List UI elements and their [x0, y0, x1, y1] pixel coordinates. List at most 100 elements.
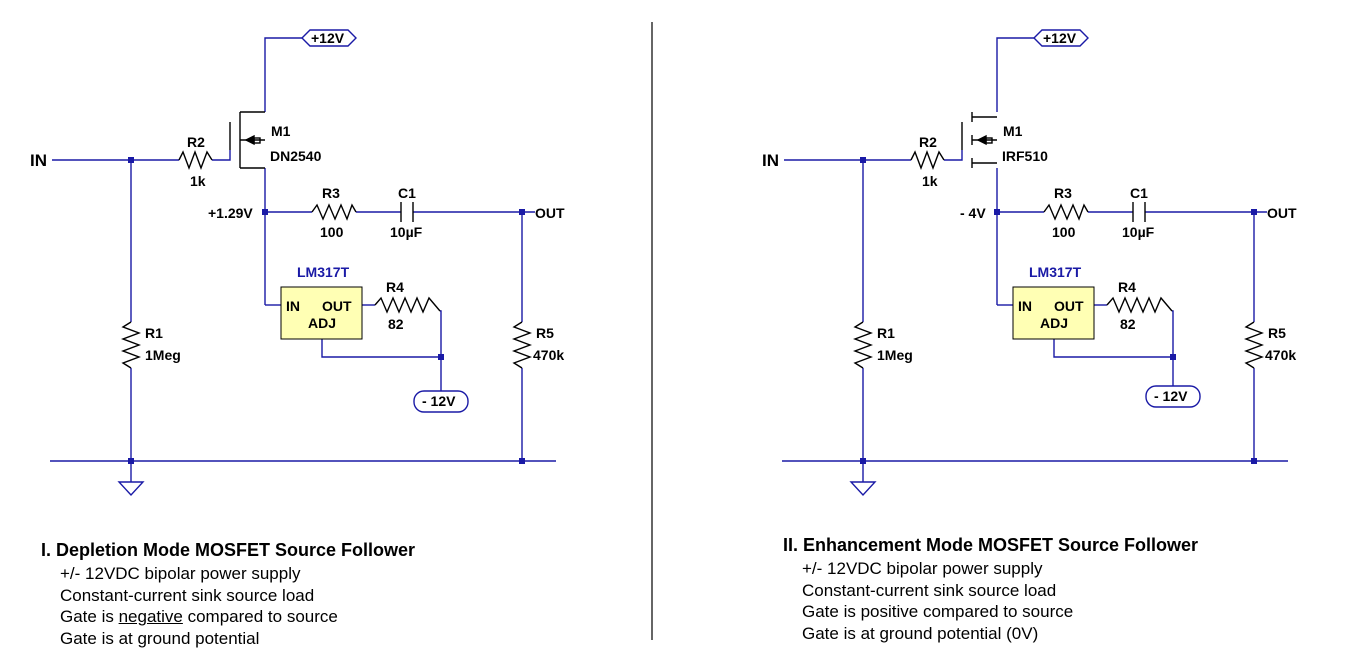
c1-value: 10µF	[390, 224, 423, 240]
junction-dot	[860, 458, 866, 464]
source-node-voltage: +1.29V	[208, 205, 253, 221]
source-node-voltage: - 4V	[960, 205, 986, 221]
r3-value: 100	[320, 224, 344, 240]
note-line: Gate is negative compared to source	[60, 606, 415, 628]
capacitor-c1	[1132, 202, 1146, 222]
note-text: compared to source	[182, 607, 338, 627]
junction-dot	[262, 209, 268, 215]
m1-part: DN2540	[270, 148, 322, 164]
regulator-pin-adj: ADJ	[1040, 315, 1068, 331]
svg-text:- 12V: - 12V	[1154, 388, 1188, 404]
resistor-r2	[910, 150, 945, 170]
r1-ref: R1	[145, 325, 163, 341]
regulator-pin-out: OUT	[1054, 298, 1084, 314]
supply-positive-flag: +12V	[1033, 29, 1089, 47]
r4-ref: R4	[386, 279, 404, 295]
ground-symbol	[117, 481, 145, 497]
junction-dots	[128, 157, 525, 464]
input-label: IN	[762, 151, 779, 170]
wires	[50, 37, 556, 482]
svg-text:+12V: +12V	[1043, 30, 1077, 46]
wires	[782, 37, 1288, 482]
notes-enhancement: II. Enhancement Mode MOSFET Source Follo…	[783, 535, 1198, 644]
supply-negative-flag: - 12V	[413, 386, 469, 413]
regulator-name: LM317T	[297, 264, 350, 280]
r4-value: 82	[1120, 316, 1136, 332]
r5-value: 470k	[1265, 347, 1296, 363]
c1-ref: C1	[398, 185, 416, 201]
note-emphasis: negative	[118, 607, 183, 627]
notes-title: I. Depletion Mode MOSFET Source Follower	[41, 540, 416, 560]
supply-positive-flag: +12V	[301, 29, 357, 47]
circuit-depletion: R2 1k M1 DN2540 +12V IN +1.29V R3 100	[30, 29, 565, 497]
junction-dot	[128, 157, 134, 163]
junction-dot	[519, 458, 525, 464]
resistor-r1	[121, 321, 141, 369]
note-line: Gate is at ground potential (0V)	[802, 623, 1039, 643]
mosfet-m1	[229, 111, 265, 169]
capacitor-c1	[400, 202, 414, 222]
r1-value: 1Meg	[145, 347, 181, 363]
junction-dot	[1170, 354, 1176, 360]
junction-dot	[860, 157, 866, 163]
m1-ref: M1	[271, 123, 291, 139]
r2-value: 1k	[922, 173, 938, 189]
regulator-pin-adj: ADJ	[308, 315, 336, 331]
resistor-r1	[853, 321, 873, 369]
supply-negative-flag: - 12V	[1145, 385, 1201, 408]
mosfet-m1	[961, 112, 997, 168]
note-line: Constant-current sink source load	[802, 580, 1057, 600]
resistor-r3	[311, 203, 357, 221]
regulator-pin-out: OUT	[322, 298, 352, 314]
note-line: Gate is positive compared to source	[802, 602, 1074, 622]
output-label: OUT	[1267, 205, 1297, 221]
regulator-name: LM317T	[1029, 264, 1082, 280]
ground-symbol	[849, 481, 877, 497]
r1-value: 1Meg	[877, 347, 913, 363]
output-label: OUT	[535, 205, 565, 221]
r2-value: 1k	[190, 173, 206, 189]
r1-ref: R1	[877, 325, 895, 341]
notes-title: II. Enhancement Mode MOSFET Source Follo…	[783, 535, 1199, 555]
r5-ref: R5	[536, 325, 554, 341]
resistor-r5	[512, 321, 532, 369]
r4-value: 82	[388, 316, 404, 332]
c1-value: 10µF	[1122, 224, 1155, 240]
resistor-r4	[1106, 296, 1173, 314]
resistor-r5	[1244, 321, 1264, 369]
regulator-lm317t	[280, 286, 363, 340]
junction-dot	[438, 354, 444, 360]
r3-ref: R3	[322, 185, 340, 201]
svg-text:- 12V: - 12V	[422, 393, 456, 409]
r2-ref: R2	[919, 134, 937, 150]
c1-ref: C1	[1130, 185, 1148, 201]
junction-dot	[519, 209, 525, 215]
m1-ref: M1	[1003, 123, 1023, 139]
regulator-pin-in: IN	[286, 298, 300, 314]
r4-ref: R4	[1118, 279, 1136, 295]
regulator-pin-in: IN	[1018, 298, 1032, 314]
junction-dot	[128, 458, 134, 464]
junction-dots	[860, 157, 1257, 464]
junction-dot	[1251, 458, 1257, 464]
input-label: IN	[30, 151, 47, 170]
resistor-r2	[178, 150, 213, 170]
r5-value: 470k	[533, 347, 564, 363]
circuit-enhancement: R2 1k M1 IRF510 +12V IN - 4V R3 100 C	[762, 29, 1297, 497]
resistor-r4	[374, 296, 441, 314]
junction-dot	[1251, 209, 1257, 215]
r2-ref: R2	[187, 134, 205, 150]
note-text: Gate is	[60, 607, 119, 627]
junction-dot	[994, 209, 1000, 215]
r3-ref: R3	[1054, 185, 1072, 201]
notes-depletion: I. Depletion Mode MOSFET Source Follower…	[41, 540, 415, 649]
note-line: +/- 12VDC bipolar power supply	[802, 559, 1043, 578]
resistor-r3	[1043, 203, 1089, 221]
note-line: Constant-current sink source load	[60, 585, 315, 605]
r5-ref: R5	[1268, 325, 1286, 341]
note-line: Gate is at ground potential	[60, 628, 260, 648]
m1-part: IRF510	[1002, 148, 1048, 164]
svg-text:+12V: +12V	[311, 30, 345, 46]
r3-value: 100	[1052, 224, 1076, 240]
